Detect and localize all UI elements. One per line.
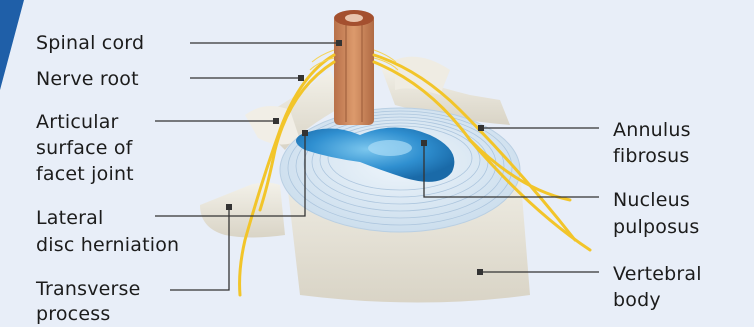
label-nucleus-2: pulposus xyxy=(613,215,700,239)
label-annulus-1: Annulus xyxy=(613,118,691,142)
label-articular-3: facet joint xyxy=(36,162,134,186)
label-vertebral-2: body xyxy=(613,288,661,312)
label-annulus-2: fibrosus xyxy=(613,144,690,168)
label-articular-1: Articular xyxy=(36,110,119,134)
label-articular-2: surface of xyxy=(36,136,133,160)
label-lateral-1: Lateral xyxy=(36,206,104,230)
label-lateral-2: disc herniation xyxy=(36,233,179,257)
label-nucleus-1: Nucleus xyxy=(613,188,690,212)
transverse-process-shape xyxy=(200,183,285,238)
label-transverse-2: process xyxy=(36,302,110,326)
label-nerve-root: Nerve root xyxy=(36,67,139,91)
spinal-cord-shape xyxy=(334,15,374,125)
label-spinal-cord: Spinal cord xyxy=(36,31,144,55)
nucleus-highlight xyxy=(368,140,412,156)
label-transverse-1: Transverse xyxy=(36,277,141,301)
label-vertebral-1: Vertebral xyxy=(613,262,702,286)
